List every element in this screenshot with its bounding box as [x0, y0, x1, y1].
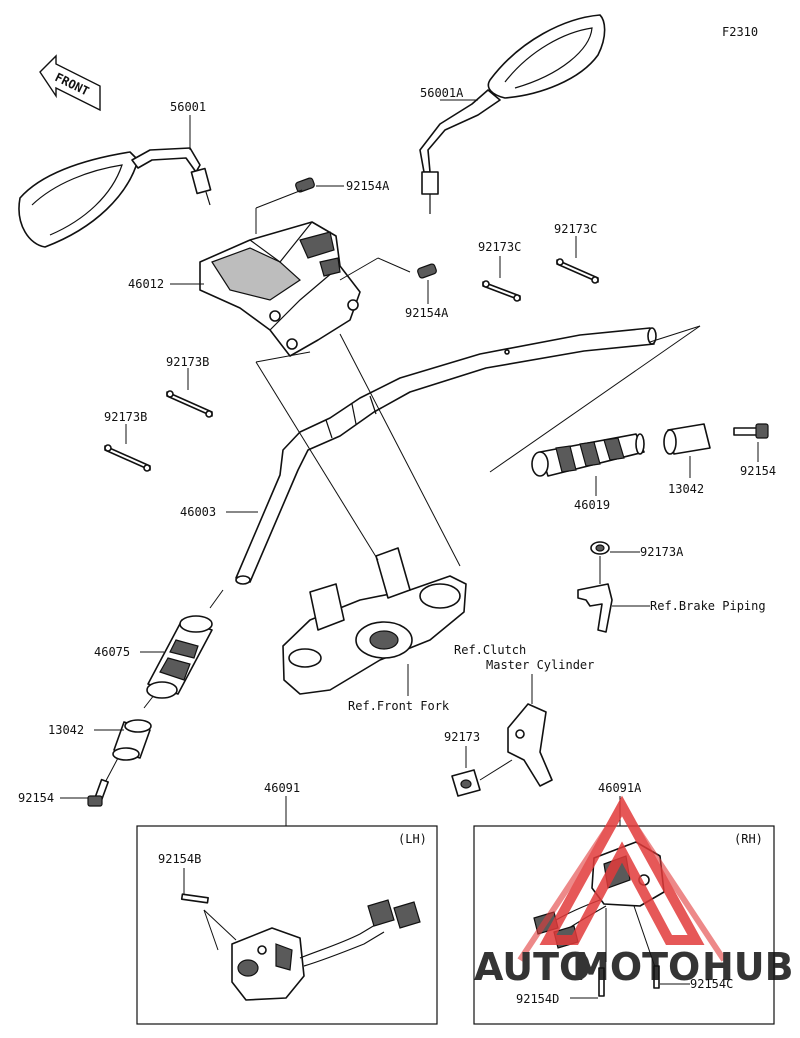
clamp-92173a — [590, 541, 610, 555]
callout-92173c-1: 92173C — [478, 240, 521, 254]
front-arrow-icon: FRONT — [39, 54, 101, 112]
panel-lh-label: (LH) — [398, 832, 427, 846]
clamp-92173b-2 — [104, 444, 151, 472]
upper-triple-clamp — [282, 547, 467, 695]
clutch-bracket — [507, 703, 553, 787]
callout-92173b-2: 92173B — [104, 410, 147, 424]
bolt-92154-left — [87, 778, 109, 807]
panel-rh-label: (RH) — [734, 832, 763, 846]
ref-brake-piping: Ref.Brake Piping — [650, 599, 766, 613]
callout-46019: 46019 — [574, 498, 610, 512]
callout-46091a: 46091A — [598, 781, 642, 795]
callout-92154a-right: 92154A — [405, 306, 449, 320]
grip-left — [146, 615, 213, 699]
callout-92154a-top: 92154A — [346, 179, 390, 193]
callout-13042-right: 13042 — [668, 482, 704, 496]
connector-lh — [367, 899, 421, 929]
watermark-logo: AUTO MOTO HUB — [474, 795, 794, 989]
screw-92154c — [653, 965, 660, 989]
callout-46003: 46003 — [180, 505, 216, 519]
ref-clutch-line1: Ref.Clutch — [454, 643, 526, 657]
callout-13042-left: 13042 — [48, 723, 84, 737]
watermark-moto: MOTO — [572, 945, 700, 989]
callout-92173: 92173 — [444, 730, 480, 744]
panel-rh — [473, 825, 775, 1025]
callout-92154d: 92154D — [516, 992, 559, 1006]
clamp-92173b-1 — [166, 390, 213, 418]
callout-56001a: 56001A — [420, 86, 464, 100]
handlebar — [235, 327, 657, 585]
screw-92154d — [598, 967, 605, 997]
callout-92154c: 92154C — [690, 977, 733, 991]
callout-46012: 46012 — [128, 277, 164, 291]
brake-piping-bracket — [577, 583, 613, 633]
mirror-left — [18, 147, 212, 248]
watermark-triangle-icon — [539, 795, 705, 945]
callout-56001: 56001 — [170, 100, 206, 114]
callout-46091: 46091 — [264, 781, 300, 795]
handlebar-holder — [199, 221, 361, 357]
callout-92154-right: 92154 — [740, 464, 776, 478]
bolt-92154a-top — [295, 177, 315, 193]
callout-92173c-2: 92173C — [554, 222, 597, 236]
bar-end-weight-right — [663, 423, 711, 455]
bar-end-weight-left — [112, 719, 152, 761]
switch-housing-lh — [231, 927, 305, 1001]
callout-92173a: 92173A — [640, 545, 684, 559]
ref-clutch-line2: Master Cylinder — [486, 658, 594, 672]
bolt-92154-right — [733, 423, 769, 439]
clamp-92173c-1 — [482, 280, 521, 302]
bolt-92154a-right — [417, 263, 437, 279]
grip-right — [531, 433, 645, 477]
callout-46075: 46075 — [94, 645, 130, 659]
watermark-hub: HUB — [702, 945, 794, 989]
clamp-92173 — [451, 769, 481, 797]
diagram-code: F2310 — [722, 25, 758, 39]
mirror-right — [419, 14, 606, 214]
watermark-auto: AUTO — [474, 945, 591, 989]
panel-lh — [136, 825, 438, 1025]
ref-front-fork: Ref.Front Fork — [348, 699, 450, 713]
screw-92154b — [180, 893, 209, 904]
callout-92173b-1: 92173B — [166, 355, 209, 369]
clamp-92173c-2 — [556, 258, 599, 284]
callout-92154b: 92154B — [158, 852, 201, 866]
callout-92154-left: 92154 — [18, 791, 54, 805]
